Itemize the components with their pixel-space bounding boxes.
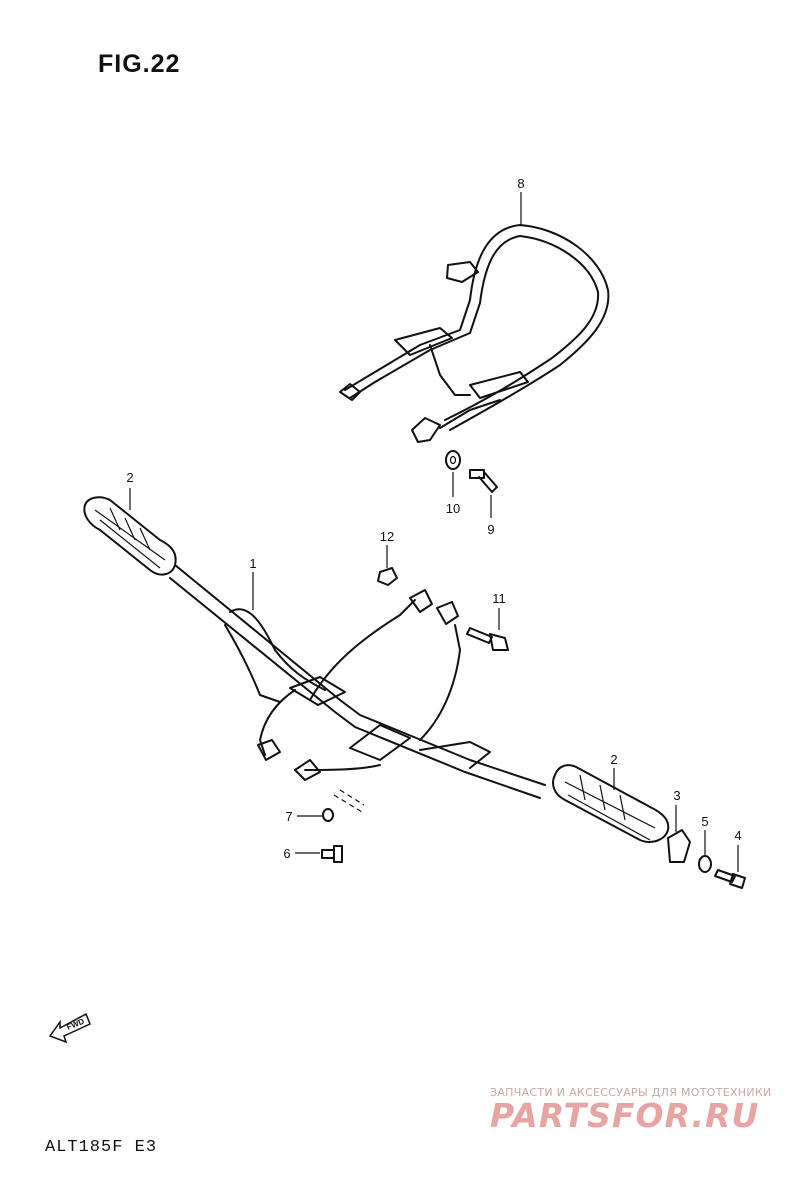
callout-3: 3 [673, 788, 680, 803]
bolt-9 [469, 469, 498, 493]
bolt-6 [321, 845, 343, 863]
watermark-tagline: ЗАПЧАСТИ И АКСЕССУАРЫ ДЛЯ МОТОТЕХНИКИ [490, 1086, 772, 1099]
callout-2-right: 2 [610, 752, 617, 767]
figure-title: FIG.22 [98, 50, 181, 78]
callout-7: 7 [285, 809, 292, 824]
footpeg-left [83, 496, 177, 576]
callout-1: 1 [249, 556, 256, 571]
callout-5: 5 [701, 814, 708, 829]
callout-10: 10 [446, 501, 460, 516]
leader-lines [129, 192, 739, 872]
washer-5 [698, 855, 712, 873]
rear-guard-bar [339, 224, 610, 443]
callout-12: 12 [380, 529, 394, 544]
callout-labels: 1 2 2 3 4 5 6 7 8 9 10 11 12 [126, 176, 741, 861]
callout-4: 4 [734, 828, 741, 843]
fwd-arrow-icon: FWD [48, 1012, 91, 1044]
callout-6: 6 [283, 846, 290, 861]
callout-2-left: 2 [126, 470, 133, 485]
bolt-4 [714, 869, 746, 889]
model-code: ALT185F E3 [45, 1138, 158, 1157]
cap-3 [667, 829, 691, 863]
nut-12 [377, 567, 398, 586]
watermark-logo: PARTSFOR.RU [490, 1096, 760, 1135]
callout-8: 8 [517, 176, 524, 191]
footrest-bar [169, 564, 546, 799]
footpeg-right [552, 764, 670, 843]
bolt-11 [466, 627, 509, 651]
callout-11: 11 [492, 591, 506, 606]
washer-10 [445, 450, 461, 470]
callout-9: 9 [487, 522, 494, 537]
washer-7 [322, 789, 365, 822]
